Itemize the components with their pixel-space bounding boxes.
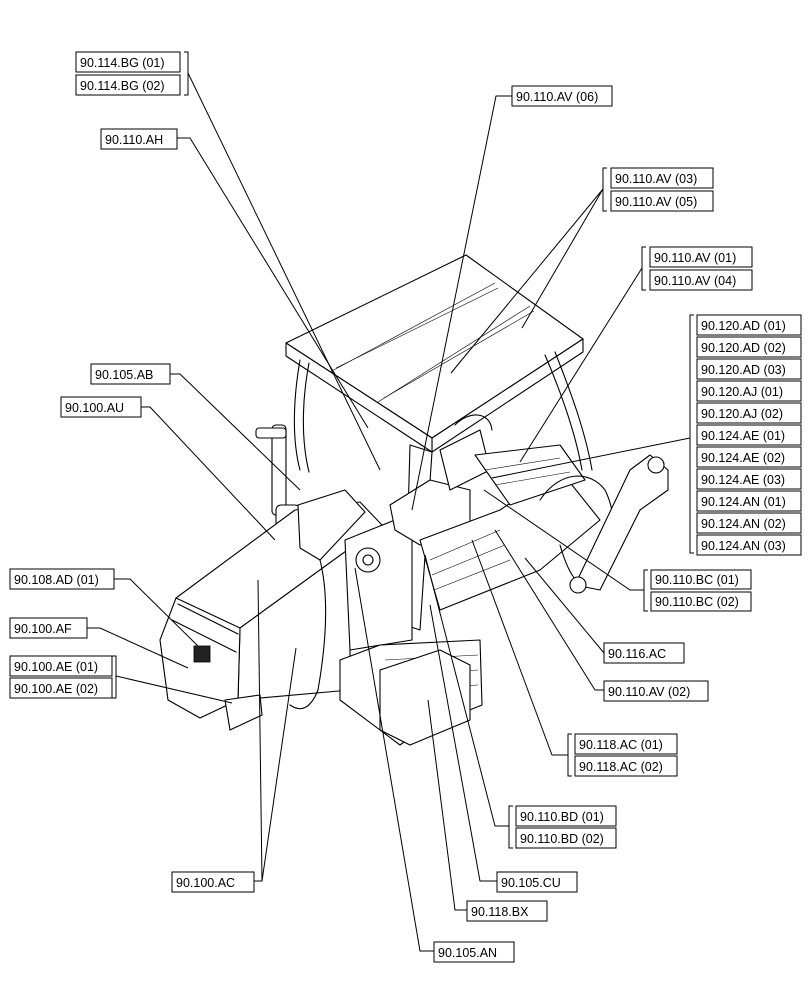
- callout-90-110-AV-06: 90.110.AV (06): [511, 85, 613, 107]
- callout-90-110-BD: 90.110.BD (01) 90.110.BD (02): [508, 805, 617, 849]
- label-90-124-AN-01: 90.124.AN (01): [701, 495, 786, 509]
- leader-lines: [87, 72, 691, 952]
- label-90-118-BX: 90.118.BX: [471, 905, 529, 919]
- callout-90-108-AD-01: 90.108.AD (01): [9, 568, 115, 590]
- label-90-100-AF: 90.100.AF: [14, 622, 72, 636]
- label-90-120-AD-03: 90.120.AD (03): [701, 363, 786, 377]
- label-90-105-AN: 90.105.AN: [438, 946, 497, 960]
- label-90-100-AC: 90.100.AC: [176, 876, 235, 890]
- label-90-108-AD-01: 90.108.AD (01): [14, 573, 99, 587]
- label-90-114-BG-02: 90.114.BG (02): [80, 79, 165, 93]
- callout-90-114-BG: 90.114.BG (01) 90.114.BG (02): [75, 51, 189, 96]
- callout-90-120-90-124-group: 90.120.AD (01) 90.120.AD (02) 90.120.AD …: [689, 314, 802, 556]
- label-90-110-AH: 90.110.AH: [105, 133, 163, 147]
- label-90-124-AE-01: 90.124.AE (01): [701, 429, 785, 443]
- label-90-100-AE-02: 90.100.AE (02): [14, 682, 98, 696]
- label-90-110-BC-02: 90.110.BC (02): [655, 595, 739, 609]
- label-90-124-AE-03: 90.124.AE (03): [701, 473, 785, 487]
- callout-90-116-AC: 90.116.AC: [603, 642, 685, 664]
- label-90-124-AN-03: 90.124.AN (03): [701, 539, 786, 553]
- label-90-105-AB: 90.105.AB: [95, 368, 153, 382]
- callout-90-100-AE: 90.100.AE (01) 90.100.AE (02): [9, 655, 117, 699]
- label-90-120-AD-02: 90.120.AD (02): [701, 341, 786, 355]
- label-90-114-BG-01: 90.114.BG (01): [80, 56, 165, 70]
- callout-90-105-AB: 90.105.AB: [90, 363, 171, 385]
- label-90-110-AV-05: 90.110.AV (05): [615, 195, 697, 209]
- label-90-110-AV-06: 90.110.AV (06): [516, 90, 598, 104]
- callout-90-100-AC: 90.100.AC: [171, 871, 255, 893]
- callout-90-118-BX: 90.118.BX: [466, 900, 548, 922]
- label-90-124-AE-02: 90.124.AE (02): [701, 451, 785, 465]
- callout-90-110-AH: 90.110.AH: [100, 128, 178, 150]
- label-90-110-BD-02: 90.110.BD (02): [520, 832, 604, 846]
- label-90-120-AJ-02: 90.120.AJ (02): [701, 407, 783, 421]
- label-90-120-AJ-01: 90.120.AJ (01): [701, 385, 783, 399]
- label-90-118-AC-02: 90.118.AC (02): [579, 760, 663, 774]
- callout-90-100-AF: 90.100.AF: [9, 617, 88, 639]
- label-90-118-AC-01: 90.118.AC (01): [579, 738, 663, 752]
- label-90-110-AV-02: 90.110.AV (02): [608, 685, 690, 699]
- label-90-100-AU: 90.100.AU: [65, 401, 124, 415]
- callout-90-118-AC: 90.118.AC (01) 90.118.AC (02): [567, 733, 678, 777]
- label-90-116-AC: 90.116.AC: [608, 647, 666, 661]
- callout-90-110-BC: 90.110.BC (01) 90.110.BC (02): [643, 569, 752, 612]
- label-90-120-AD-01: 90.120.AD (01): [701, 319, 786, 333]
- label-90-110-BD-01: 90.110.BD (01): [520, 810, 604, 824]
- callout-90-110-AV-03-05: 90.110.AV (03) 90.110.AV (05): [602, 167, 714, 212]
- label-90-110-AV-03: 90.110.AV (03): [615, 172, 697, 186]
- callout-90-105-CU: 90.105.CU: [496, 871, 578, 893]
- label-90-105-CU: 90.105.CU: [501, 876, 561, 890]
- callout-90-100-AU: 90.100.AU: [60, 396, 142, 418]
- callout-90-105-AN: 90.105.AN: [433, 941, 515, 963]
- label-90-110-AV-01: 90.110.AV (01): [654, 251, 736, 265]
- label-90-124-AN-02: 90.124.AN (02): [701, 517, 786, 531]
- callout-90-110-AV-01-04: 90.110.AV (01) 90.110.AV (04): [641, 246, 753, 291]
- tractor-illustration: [159, 254, 669, 746]
- label-90-100-AE-01: 90.100.AE (01): [14, 660, 98, 674]
- label-90-110-BC-01: 90.110.BC (01): [655, 573, 739, 587]
- callout-90-110-AV-02: 90.110.AV (02): [603, 680, 709, 702]
- label-90-110-AV-04: 90.110.AV (04): [654, 274, 736, 288]
